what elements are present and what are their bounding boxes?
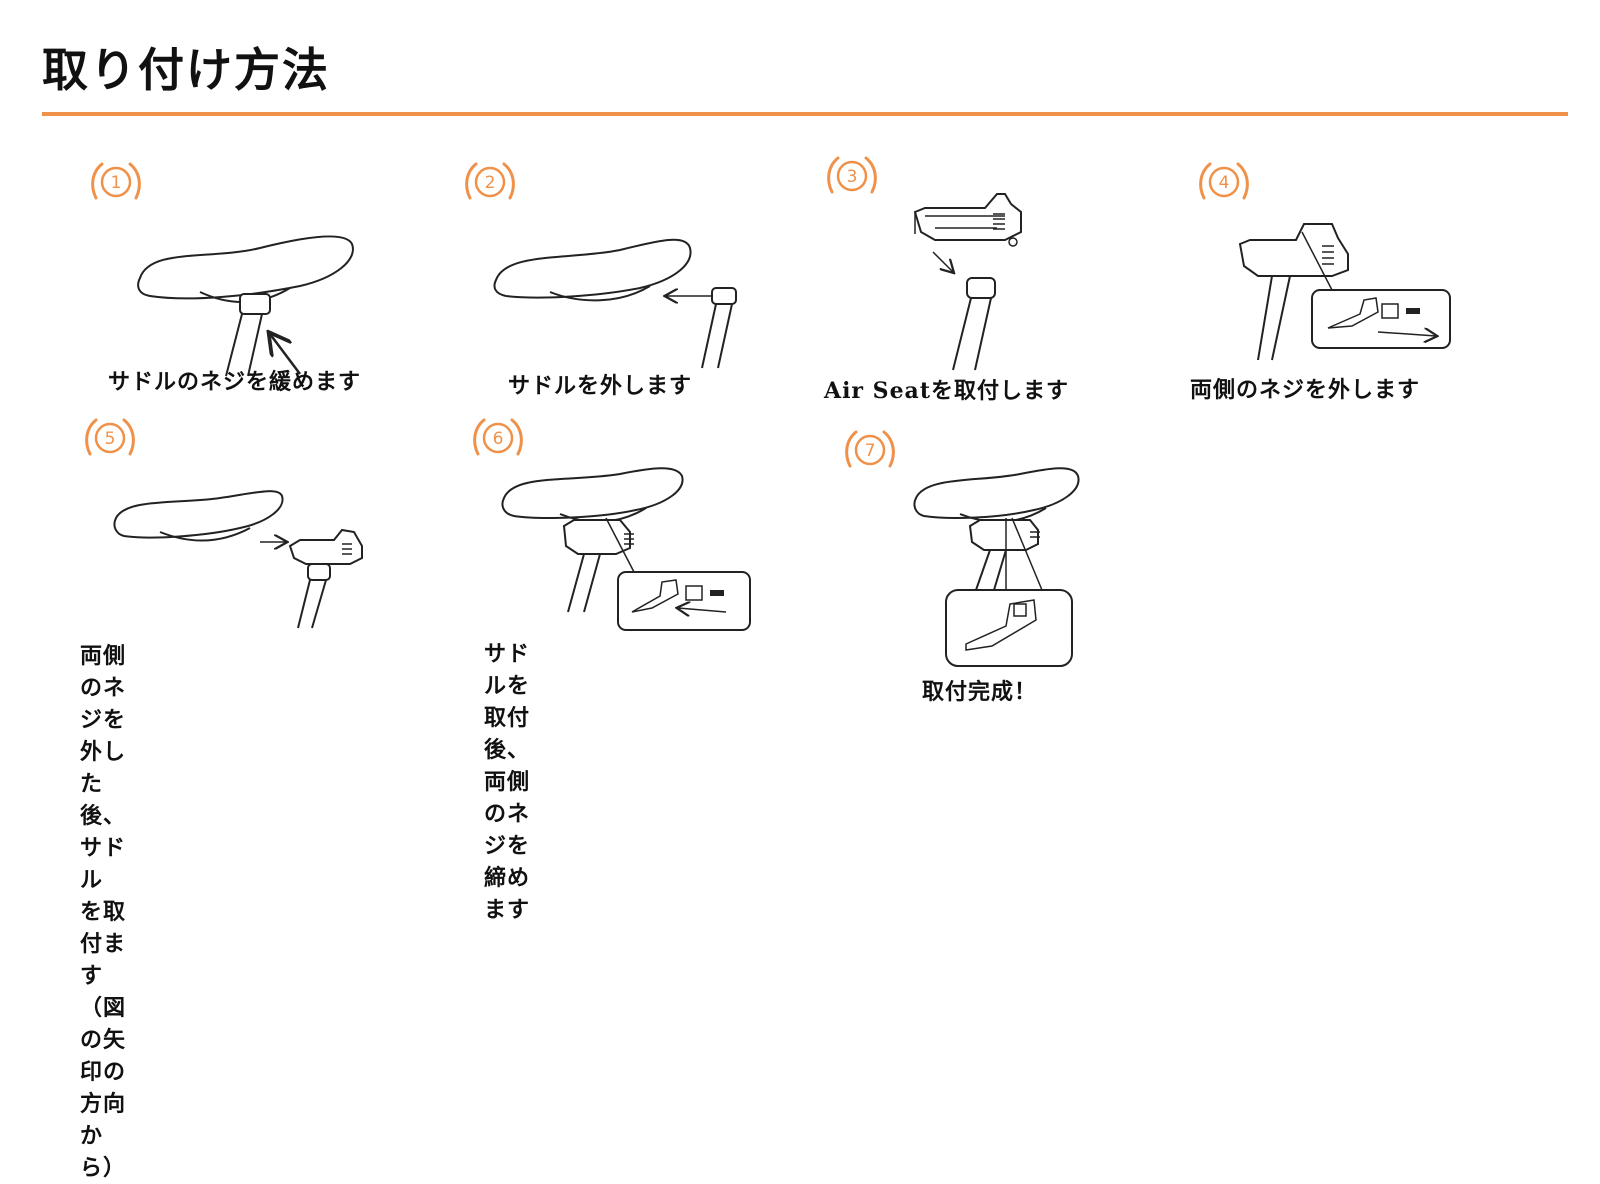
page-title: 取り付け方法: [42, 43, 330, 97]
step-5-caption-line-1: 両側のネジを外した後、サドル: [80, 643, 127, 893]
step-1-caption: サドルのネジを緩めます: [108, 369, 362, 395]
svg-text:7: 7: [865, 441, 876, 461]
title-divider: [42, 112, 1568, 116]
step-4-caption: 両側のネジを外します: [1190, 377, 1421, 403]
bicycle-saddle-icon: [130, 230, 370, 380]
svg-text:3: 3: [847, 167, 858, 187]
svg-text:2: 2: [485, 173, 496, 193]
laurel-number-badge-icon: 4: [1192, 158, 1256, 206]
air-seat-suspension-icon: [905, 182, 1035, 372]
bicycle-saddle-icon: [110, 484, 370, 630]
laurel-number-badge-icon: 7: [838, 426, 902, 474]
svg-text:6: 6: [493, 429, 504, 449]
svg-text:1: 1: [111, 173, 122, 193]
bicycle-saddle-icon: [490, 230, 760, 370]
laurel-number-badge-icon: 5: [78, 414, 142, 462]
step-2-caption: サドルを外します: [508, 373, 693, 399]
step-3-caption: Air Seatを取付します: [824, 378, 1069, 404]
bicycle-saddle-icon: [500, 462, 760, 634]
step-5-caption: 両側のネジを外した後、サドル を取付ます（図の矢印の方向から）: [80, 640, 126, 1184]
svg-text:4: 4: [1219, 173, 1230, 193]
air-seat-suspension-icon: [1232, 216, 1458, 366]
step-7-caption: 取付完成！: [922, 679, 1038, 705]
laurel-number-badge-icon: 6: [466, 414, 530, 462]
step-6-caption-line-1: サドルを取付後、両側のネジを: [484, 641, 531, 859]
laurel-number-badge-icon: 1: [84, 158, 148, 206]
step-5-caption-line-2: を取付ます（図の矢印の方向から）: [80, 899, 127, 1181]
step-6-caption-line-2: 締めます: [484, 865, 531, 923]
svg-text:5: 5: [105, 429, 116, 449]
bicycle-saddle-icon: [910, 464, 1090, 670]
laurel-number-badge-icon: 2: [458, 158, 522, 206]
laurel-number-badge-icon: 3: [820, 152, 884, 200]
step-6-caption: サドルを取付後、両側のネジを 締めます: [484, 638, 530, 926]
